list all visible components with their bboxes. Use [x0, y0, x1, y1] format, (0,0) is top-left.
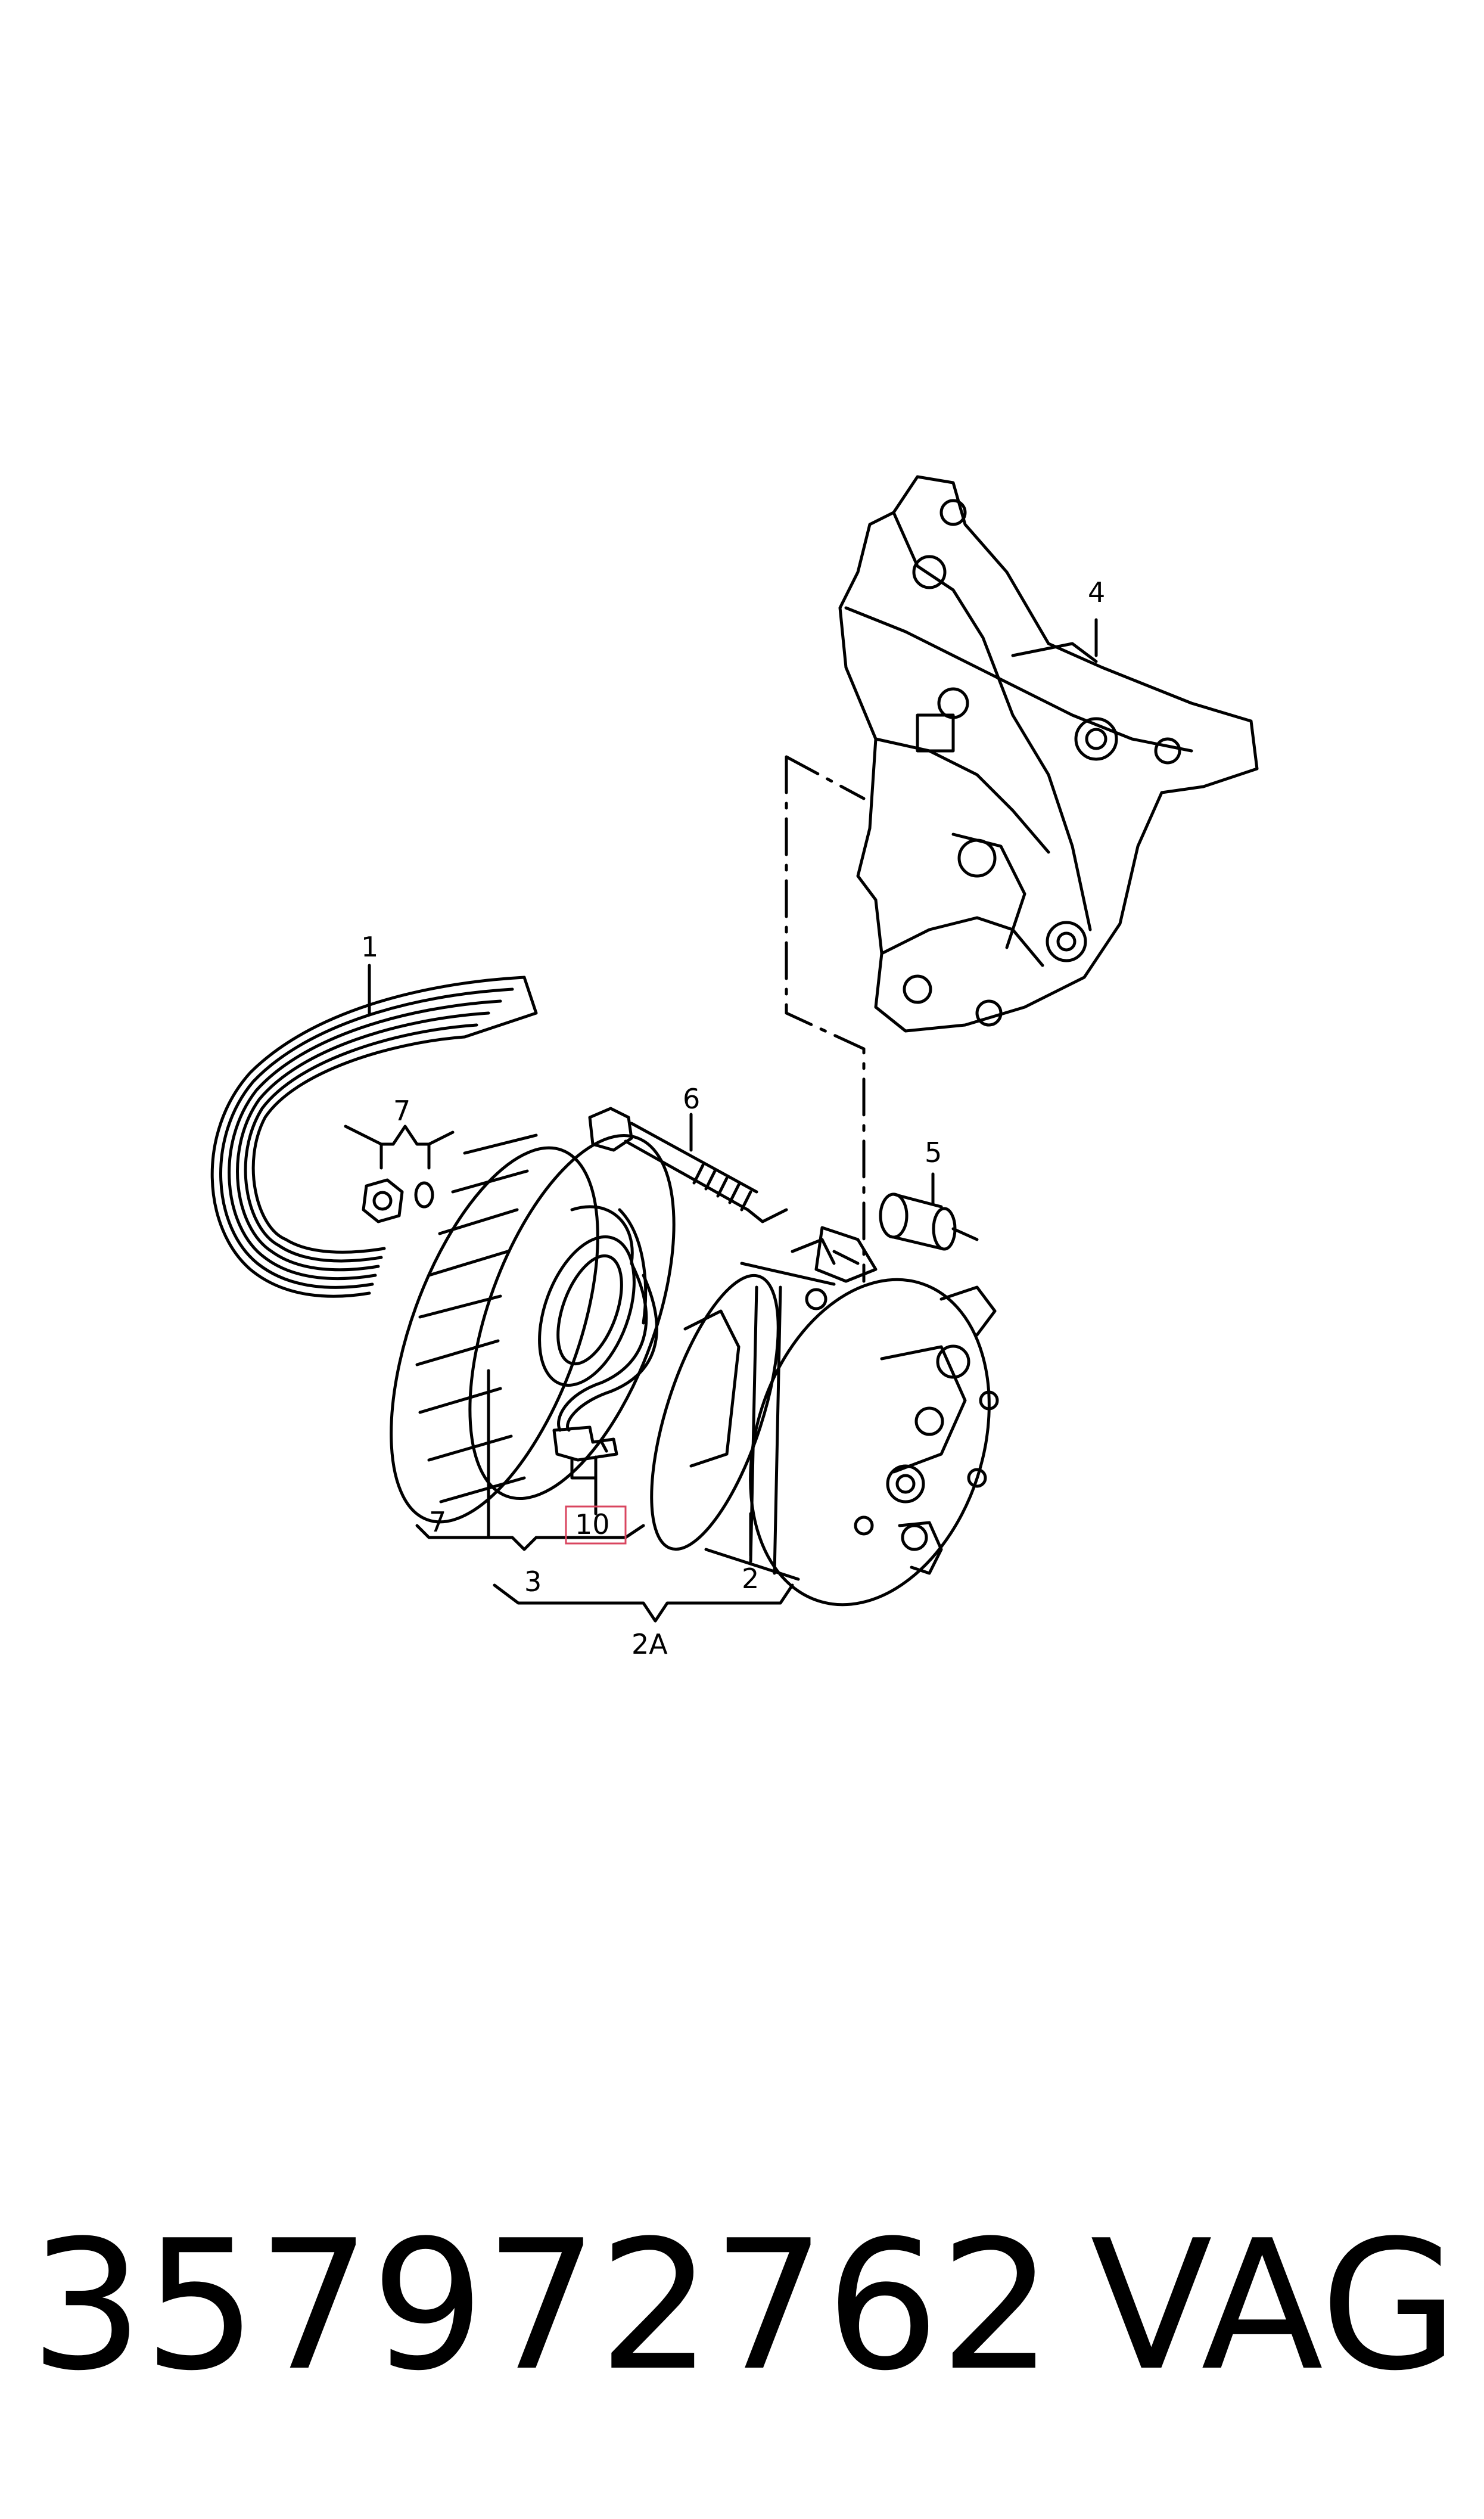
callout-compressor-assembly: 2A	[631, 1628, 668, 1660]
callout-compressor: 2	[742, 1563, 759, 1595]
hex-nut	[362, 1178, 404, 1223]
callout-nut-top: 7	[393, 1095, 410, 1127]
mounting-bracket	[838, 475, 1259, 1033]
callout-bracket-assembly	[493, 1583, 794, 1623]
washer	[414, 1181, 434, 1209]
part-number: 357972762	[30, 2202, 1053, 2410]
long-bolt	[588, 1107, 788, 1223]
brand-name: VAG	[1090, 2202, 1459, 2410]
bushing-sleeve	[879, 1192, 979, 1251]
callout-magnetic-clutch: 3	[524, 1566, 542, 1598]
magnetic-clutch-pulley	[390, 1133, 676, 1524]
callout-connector: 10	[575, 1508, 610, 1540]
clutch-wire-connector	[552, 1262, 658, 1480]
mounting-guide-line	[785, 755, 866, 1283]
ac-compressor	[650, 1226, 999, 1607]
callout-bolt: 6	[683, 1083, 700, 1115]
connector-highlight-box	[565, 1505, 627, 1545]
poly-v-belt	[210, 976, 538, 1298]
callout-nut-bottom: 7	[429, 1506, 446, 1538]
callout-bracket: 4	[1088, 576, 1105, 608]
callout-bushing: 5	[925, 1136, 942, 1169]
callout-bracket-nut-top	[344, 1125, 455, 1170]
callout-belt: 1	[361, 931, 378, 963]
